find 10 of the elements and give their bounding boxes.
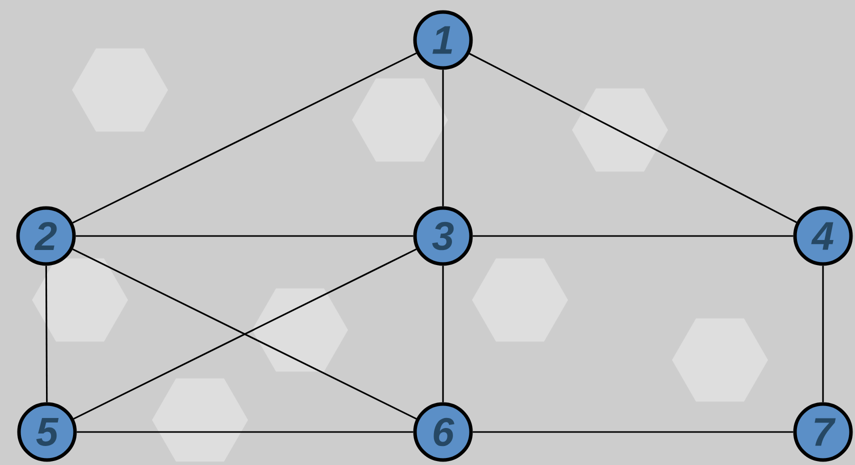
edge-line [45, 266, 48, 402]
edge-line [76, 235, 414, 237]
edge-line [76, 431, 414, 433]
edge-line [469, 52, 797, 224]
edge-line [72, 52, 417, 224]
edge-line [822, 266, 824, 402]
edge-line [442, 70, 444, 206]
edge-line [472, 431, 794, 433]
edge-line [472, 235, 794, 237]
edge-line [442, 266, 444, 402]
